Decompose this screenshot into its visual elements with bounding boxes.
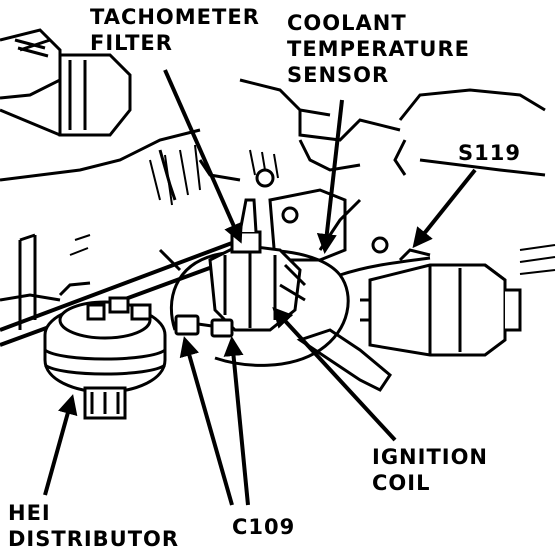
label-s119: S119 — [458, 140, 521, 166]
label-tachometer-filter: TACHOMETER FILTER — [90, 4, 260, 56]
callout-arrows — [43, 69, 477, 506]
arrow-ignition-coil — [272, 307, 397, 442]
arrow-tachometer-filter — [163, 69, 243, 244]
arrow-coolant-sensor — [316, 99, 344, 254]
upper-hose-fitting — [0, 28, 132, 137]
arrow-s119 — [412, 168, 477, 249]
label-line: HEI — [8, 501, 51, 525]
label-line: COIL — [372, 471, 431, 495]
block-shading — [69, 144, 556, 275]
label-line: IGNITION — [372, 445, 489, 469]
left-pipe — [18, 233, 37, 330]
starter-motor — [360, 248, 522, 357]
label-line: DISTRIBUTOR — [8, 527, 180, 551]
label-line: COOLANT — [287, 11, 407, 35]
label-line: FILTER — [90, 31, 173, 55]
label-line: TEMPERATURE — [287, 37, 470, 61]
label-c109: C109 — [232, 514, 295, 540]
label-line: C109 — [232, 515, 296, 539]
label-line: SENSOR — [287, 63, 390, 87]
arrow-c109-right — [223, 336, 250, 506]
label-coolant-temperature-sensor: COOLANT TEMPERATURE SENSOR — [287, 10, 470, 88]
label-ignition-coil: IGNITION COIL — [372, 444, 488, 496]
label-hei-distributor: HEI DISTRIBUTOR — [8, 500, 179, 552]
arrow-hei-distributor — [43, 394, 78, 496]
c109-connectors — [174, 314, 234, 338]
arrow-c109-left — [179, 336, 234, 506]
label-line: S119 — [458, 141, 521, 165]
label-line: TACHOMETER — [90, 5, 260, 29]
hei-distributor — [43, 281, 167, 420]
